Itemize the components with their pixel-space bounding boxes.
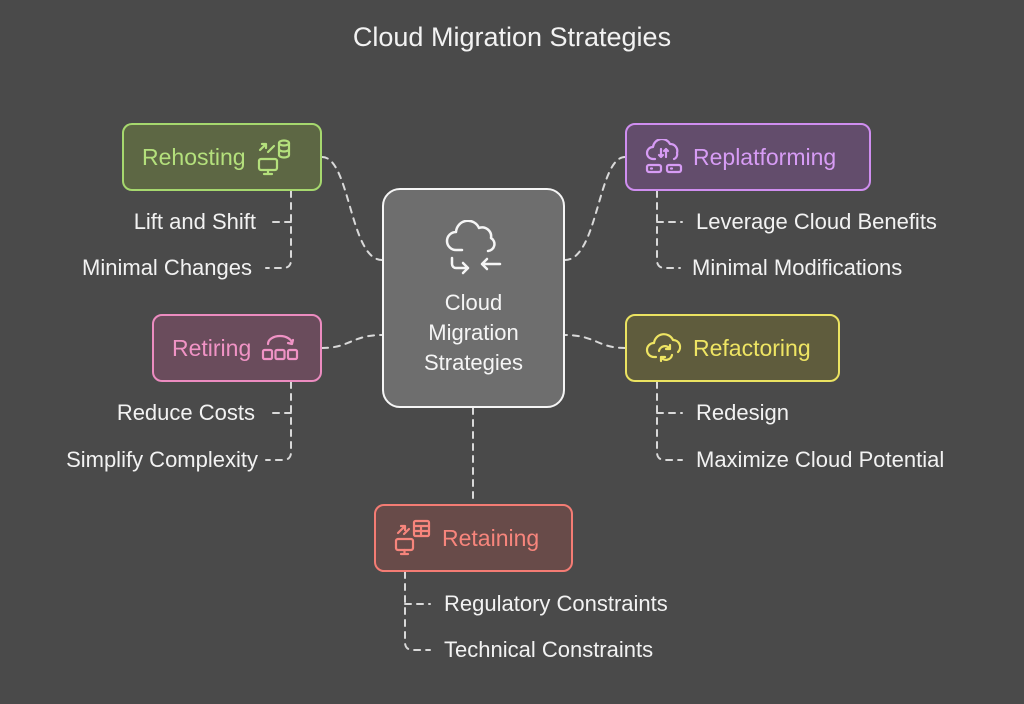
center-label: Cloud Migration Strategies bbox=[423, 290, 524, 375]
rehosting-item-2: Minimal Changes bbox=[82, 255, 252, 280]
rehosting-node: Rehosting bbox=[122, 123, 322, 191]
page-title: Cloud Migration Strategies bbox=[352, 22, 672, 52]
on-premise-icon bbox=[394, 519, 431, 556]
retaining-node: Retaining bbox=[374, 504, 573, 572]
branch-replatforming bbox=[656, 190, 683, 269]
retiring-label: Retiring bbox=[172, 334, 252, 361]
replatforming-item-1: Leverage Cloud Benefits bbox=[696, 209, 937, 234]
replatforming-label: Replatforming bbox=[693, 143, 837, 170]
cloud-network-icon bbox=[645, 139, 683, 174]
rehosting-item-1: Lift and Shift bbox=[133, 209, 256, 234]
refactoring-node: Refactoring bbox=[625, 314, 840, 382]
connector-refactoring bbox=[564, 334, 626, 349]
branch-retaining bbox=[404, 571, 431, 651]
retaining-item-2: Technical Constraints bbox=[444, 637, 654, 662]
rehosting-label: Rehosting bbox=[142, 143, 246, 170]
refactoring-item-2: Maximize Cloud Potential bbox=[696, 447, 945, 472]
connector-retiring bbox=[321, 334, 383, 349]
connector-rehosting bbox=[321, 156, 383, 261]
retiring-node: Retiring bbox=[152, 314, 322, 382]
connector-replatforming bbox=[564, 156, 626, 261]
replatforming-item-2: Minimal Modifications bbox=[692, 255, 903, 280]
retaining-item-1: Regulatory Constraints bbox=[444, 591, 668, 616]
refactoring-item-1: Redesign bbox=[696, 400, 789, 425]
branch-retiring bbox=[265, 381, 292, 461]
branch-rehosting bbox=[265, 190, 292, 269]
retiring-item-2: Simplify Complexity bbox=[66, 447, 258, 472]
retiring-item-1: Reduce Costs bbox=[116, 400, 255, 425]
retaining-label: Retaining bbox=[442, 524, 540, 551]
center-node: Cloud Migration Strategies bbox=[382, 188, 565, 408]
refactoring-label: Refactoring bbox=[693, 334, 811, 361]
branch-refactoring bbox=[656, 381, 683, 461]
replatforming-node: Replatforming bbox=[625, 123, 871, 191]
decommission-icon bbox=[262, 334, 299, 361]
cloud-sync-icon bbox=[445, 220, 502, 275]
cloud-refresh-icon bbox=[645, 333, 682, 363]
server-transfer-icon bbox=[257, 139, 290, 176]
